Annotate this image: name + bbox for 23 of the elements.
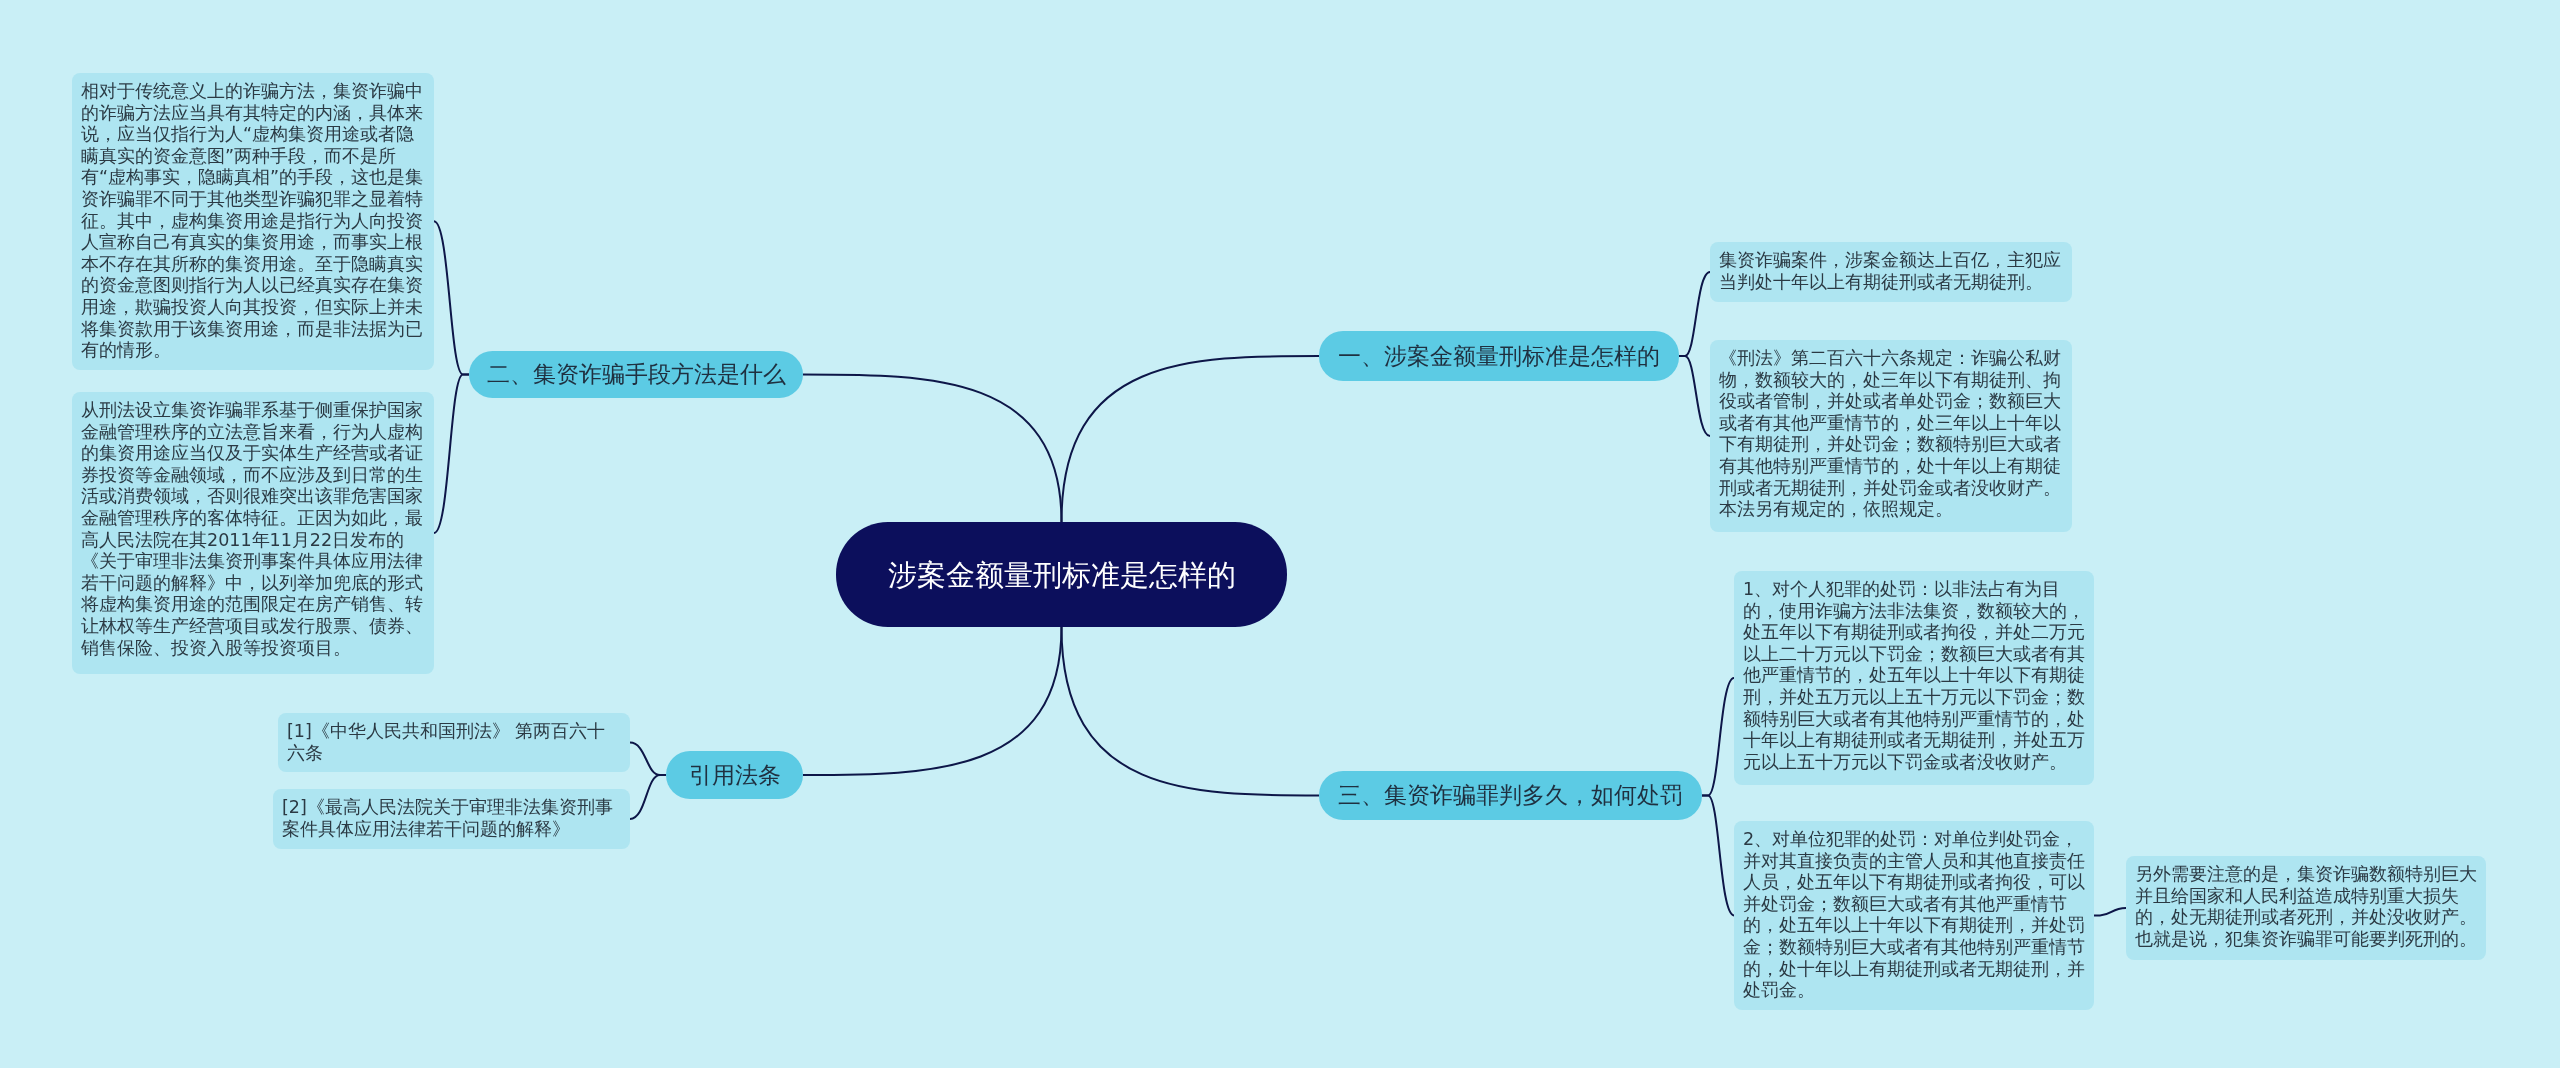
text-box: 另外需要注意的是，集资诈骗数额特别巨大并且给国家和人民利益造成特别重大损失的，处无期徒刑或者死刑，并处没收财产。也就是说，犯集资诈骗罪可能要判死刑的。 (2126, 856, 2486, 960)
topic-box: 一、涉案金额量刑标准是怎样的 (1319, 331, 1679, 381)
connector-line (1060, 355, 1320, 523)
topic-box: 引用法条 (666, 751, 803, 799)
central-topic: 涉案金额量刑标准是怎样的 (836, 522, 1287, 627)
topic-box: 三、集资诈骗罪判多久，如何处罚 (1319, 771, 1702, 820)
connector-line (433, 373, 470, 534)
topic-box: 二、集资诈骗手段方法是什么 (469, 351, 803, 398)
text-box: 集资诈骗案件，涉案金额达上百亿，主犯应当判处十年以上有期徒刑或者无期徒刑。 (1710, 242, 2072, 302)
connector-line (629, 774, 667, 820)
connector-line (2093, 907, 2127, 917)
text-box: 从刑法设立集资诈骗罪系基于侧重保护国家金融管理秩序的立法意旨来看，行为人虚构的集资用途应当仅及于实体生产经营或者证券投资等金融领域，而不应涉及到日常的生活或消费领域，否则很难突出该罪危害国家金融管理秩序的客体特征。正因为如此，最高人民法院在其2011年11月22日发布的《关于审理非法集资刑事案件具体应用法律若干问题的解释》中，以列举加兜底的形式将虚构集资用途的范围限定在房产销售、转让林权等生产经营项目或发行股票、债券、销售保险、投资入股等投资项目。 (72, 392, 434, 674)
text-box: 2、对单位犯罪的处罚：对单位判处罚金，并对其直接负责的主管人员和其他直接责任人员，处五年以下有期徒刑或者拘役，可以并处罚金；数额巨大或者有其他严重情节的，处五年以上十年以下有期徒刑，并处罚金；数额特别巨大或者有其他特别严重情节的，处十年以上有期徒刑或者无期徒刑，并处罚金。 (1734, 821, 2094, 1010)
connector-line (1060, 626, 1320, 797)
text-box: [2]《最高人民法院关于审理非法集资刑事案件具体应用法律若干问题的解释》 (273, 789, 630, 849)
text-box: 相对于传统意义上的诈骗方法，集资诈骗中的诈骗方法应当具有其特定的内涵，具体来说，应当仅指行为人“虚构集资用途或者隐瞒真实的资金意图”两种手段，而不是所有“虚构事实，隐瞒真相”的手段，这也是集资诈骗罪不同于其他类型诈骗犯罪之显着特征。其中，虚构集资用途是指行为人向投资人宣称自己有真实的集资用途，而事实上根本不存在其所称的集资用途。至于隐瞒真实的资金意图则指行为人以已经真实存在集资用途，欺骗投资人向其投资，但实际上并未将集资款用于该集资用途，而是非法据为已有的情形。 (72, 73, 434, 370)
text-box: 《刑法》第二百六十六条规定：诈骗公私财物，数额较大的，处三年以下有期徒刑、拘役或者管制，并处或者单处罚金；数额巨大或者有其他严重情节的，处三年以上十年以下有期徒刑，并处罚金；数额特别巨大或者有其他特别严重情节的，处十年以上有期徒刑或者无期徒刑，并处罚金或者没收财产。本法另有规定的，依照规定。 (1710, 340, 2072, 532)
text-box: 1、对个人犯罪的处罚：以非法占有为目的，使用诈骗方法非法集资，数额较大的，处五年以下有期徒刑或者拘役，并处二万元以上二十万元以下罚金；数额巨大或者有其他严重情节的，处五年以上十年以下有期徒刑，并处五万元以上五十万元以下罚金；数额特别巨大或者有其他特别严重情节的，处十年以上有期徒刑或者无期徒刑，并处五万元以上五十万元以下罚金或者没收财产。 (1734, 571, 2094, 785)
connector-line (802, 626, 1063, 776)
connector-line (802, 373, 1063, 523)
connector-line (1701, 794, 1735, 917)
connector-line (1678, 355, 1711, 437)
text-box: [1]《中华人民共和国刑法》 第两百六十六条 (278, 713, 630, 773)
